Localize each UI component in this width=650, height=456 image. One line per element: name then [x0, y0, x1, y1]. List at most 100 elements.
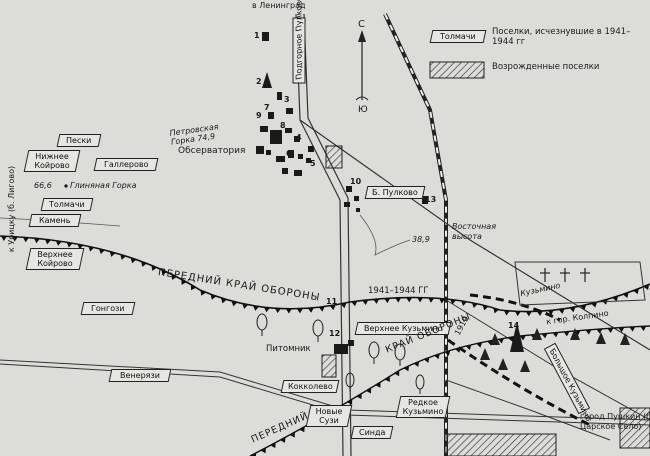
front-tooth	[151, 265, 157, 271]
compass-south: Ю	[358, 105, 368, 115]
village-gallerovo: Галлерово	[93, 158, 159, 171]
front-tooth	[285, 308, 292, 314]
pushkin-label: город Пушкин (б. Царское Село)	[580, 412, 650, 431]
front-tooth	[607, 327, 614, 333]
village-redkoe-kuzmino: Редкое Кузьмино	[395, 396, 451, 418]
front-tooth	[384, 298, 391, 304]
front-tooth	[280, 437, 286, 443]
front-tooth	[406, 297, 413, 303]
village-nizhnee-koirovo: Нижнее Койрово	[23, 150, 81, 172]
front-tooth	[622, 292, 629, 298]
front-tooth	[558, 308, 565, 314]
front-tooth	[55, 240, 62, 246]
front-tooth	[171, 274, 177, 280]
front-tooth	[434, 353, 440, 360]
legend-revived: Возрожденные поселки	[492, 62, 600, 72]
front-tooth	[525, 311, 532, 317]
front-line-1919	[447, 338, 591, 427]
front-tooth	[141, 261, 147, 267]
front-tooth	[0, 236, 7, 241]
front-tooth	[77, 244, 84, 250]
front-tooth	[44, 239, 51, 245]
front-line-main	[0, 235, 650, 313]
marker-2: 2	[256, 77, 262, 86]
marker-6: 6	[286, 149, 292, 158]
front-tooth	[22, 237, 29, 243]
village-novye-suzi: Новые Сузи	[305, 405, 353, 427]
marker-12: 12	[329, 329, 341, 338]
front-tooth	[11, 236, 18, 242]
front-tooth	[270, 442, 276, 449]
village-podgornoe-pulkovo: Подгорное Пулково	[292, 0, 306, 84]
front-tooth	[250, 452, 257, 456]
front-tooth	[423, 357, 430, 363]
legend-vanished: Поселки, исчезнувшие в 1941–1944 гг	[492, 27, 631, 47]
front-tooth	[618, 327, 625, 333]
front-tooth	[66, 242, 73, 248]
front-tooth	[130, 257, 137, 264]
front-tooth	[373, 298, 380, 304]
marker-5: 5	[310, 159, 316, 168]
front-tooth	[109, 251, 116, 257]
front-tooth	[633, 288, 639, 295]
front-tooth	[260, 447, 266, 454]
front-tooth	[394, 370, 400, 377]
front-tooth	[340, 302, 347, 309]
front-tooth	[541, 333, 548, 339]
front-tooth	[444, 350, 451, 356]
village-b-pulkovo: Б. Пулково	[364, 186, 426, 199]
village-peski: Пески	[56, 134, 102, 147]
glinyanaya-height: 66,6	[34, 181, 52, 190]
front-tooth	[33, 238, 40, 244]
marker-13: 13	[425, 195, 437, 204]
front-tooth	[563, 331, 570, 337]
front-tooth	[465, 344, 472, 351]
front-tooth	[395, 297, 402, 303]
front-tooth	[569, 306, 576, 313]
front-tooth	[428, 297, 435, 303]
front-tooth	[88, 246, 95, 252]
front-tooth	[347, 399, 353, 405]
front-tooth	[161, 269, 167, 276]
front-tooth	[242, 303, 249, 309]
front-tooth	[307, 307, 314, 313]
front-tooth	[365, 387, 372, 394]
marker-9: 9	[256, 111, 262, 120]
front-tooth	[356, 393, 362, 400]
pitomnik-label: Питомник	[266, 344, 311, 354]
vostochnaya-height: 38,9	[412, 235, 430, 244]
front-tooth	[289, 431, 295, 438]
front-tooth	[493, 307, 499, 314]
front-tooth	[552, 332, 559, 338]
front-tooth	[120, 254, 126, 260]
road-to-uritsk-label: к Урицку (б. Лигово)	[7, 165, 16, 253]
marker-1: 1	[254, 31, 260, 40]
front-tooth	[612, 296, 619, 302]
front-tooth	[375, 382, 381, 388]
front-tooth	[318, 306, 325, 312]
road-to-kolpino	[299, 119, 650, 351]
revived-settlements	[321, 61, 650, 456]
front-tooth	[329, 304, 336, 311]
front-tooth	[580, 304, 587, 311]
buildings	[256, 32, 524, 354]
marker-3: 3	[284, 95, 290, 104]
front-tooth	[450, 299, 457, 305]
front-tooth	[585, 329, 592, 335]
front-tooth	[231, 300, 238, 307]
glinyanaya-gorka-label: Глиняная Горка	[70, 181, 137, 190]
front-tooth	[439, 298, 446, 304]
observatory-label: Обсерватория	[178, 146, 246, 156]
front-tooth	[596, 328, 603, 334]
marker-4: 4	[296, 133, 302, 142]
kuzmino-memorial-area	[514, 261, 646, 306]
front-tooth	[514, 311, 521, 317]
marker-8: 8	[280, 121, 286, 130]
front-tooth	[362, 299, 369, 305]
marker-11: 11	[326, 297, 338, 306]
forest-triangles	[480, 328, 630, 372]
marker-14: 14	[508, 321, 520, 330]
front-tooth	[591, 302, 598, 308]
years-label: 1941–1944 ГГ	[368, 286, 429, 296]
